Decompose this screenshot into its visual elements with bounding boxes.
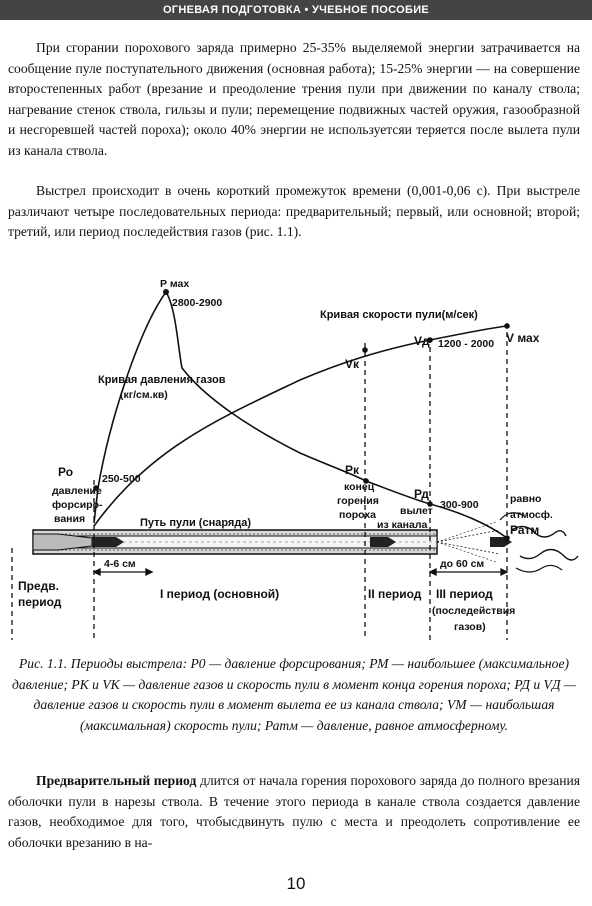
barrel-diagram (32, 512, 579, 573)
term-preliminary-period: Предварительный период (36, 773, 197, 788)
velocity-curve (93, 325, 508, 527)
label-vk: Vк (345, 357, 360, 371)
label-pk-desc-1: конец (344, 481, 375, 493)
label-pd-desc-1: вылет (400, 505, 433, 517)
paragraph-shot-periods: Выстрел происходит в очень короткий пром… (8, 183, 580, 240)
label-p0-desc-1: давление (52, 485, 102, 497)
label-p0-desc-2: форсиро- (52, 499, 103, 511)
label-p0: Ро (58, 465, 73, 479)
label-pk-desc-2: горения (337, 495, 379, 507)
label-vmax: V мах (506, 331, 540, 345)
label-period-3-3: газов) (454, 621, 486, 633)
label-pd: Рд (414, 487, 429, 501)
page-number: 10 (286, 874, 306, 893)
label-distance-60: до 60 см (440, 558, 484, 570)
figure-shot-periods: Р мах 2800-2900 Кривая скорости пули(м/с… (11, 278, 579, 640)
label-period-pre-1: Предв. (18, 579, 59, 593)
label-pd-value: 300-900 (440, 499, 479, 511)
figure-caption: Рис. 1.1. Периоды выстрела: Р0 — давлени… (12, 656, 576, 733)
curve-points (93, 289, 510, 541)
label-vd: Vд (414, 334, 430, 348)
paragraph-preliminary-period: Предварительный период длится от начала … (8, 771, 580, 853)
label-pk: Рк (345, 463, 360, 477)
paragraph-preliminary-text: длится от начала горения порохового заря… (8, 773, 580, 850)
period-dividers (11, 323, 508, 640)
label-patm: Ратм (510, 523, 539, 537)
paragraph-energy: При сгорании порохового заряда примерно … (8, 40, 580, 158)
label-period-1: I период (основной) (160, 587, 279, 601)
label-period-3-2: (последействия (432, 605, 515, 617)
label-pk-desc-3: пороха (339, 509, 376, 521)
label-patm-desc-2: атмосф. (510, 509, 553, 521)
label-pd-desc-2: из канала (377, 519, 428, 531)
distance-markers (92, 567, 509, 577)
label-p0-desc-3: вания (54, 513, 85, 525)
label-distance-4-6: 4-6 см (104, 558, 136, 570)
label-pressure-curve: Кривая давления газов (98, 374, 226, 386)
label-p0-value: 250-500 (102, 473, 141, 485)
label-pmax-value: 2800-2900 (172, 297, 222, 309)
label-velocity-curve: Кривая скорости пули(м/сек) (320, 309, 478, 321)
label-vd-value: 1200 - 2000 (438, 338, 494, 350)
label-period-pre-2: период (18, 595, 62, 609)
label-patm-desc-1: равно (510, 493, 541, 505)
label-pressure-units: (кг/см.кв) (120, 389, 168, 401)
label-pmax: Р мах (160, 278, 189, 290)
page-header: ОГНЕВАЯ ПОДГОТОВКА • УЧЕБНОЕ ПОСОБИЕ (0, 0, 592, 20)
label-period-2: II период (368, 587, 422, 601)
label-bullet-path: Путь пули (снаряда) (140, 517, 251, 529)
label-period-3-1: III период (436, 587, 493, 601)
